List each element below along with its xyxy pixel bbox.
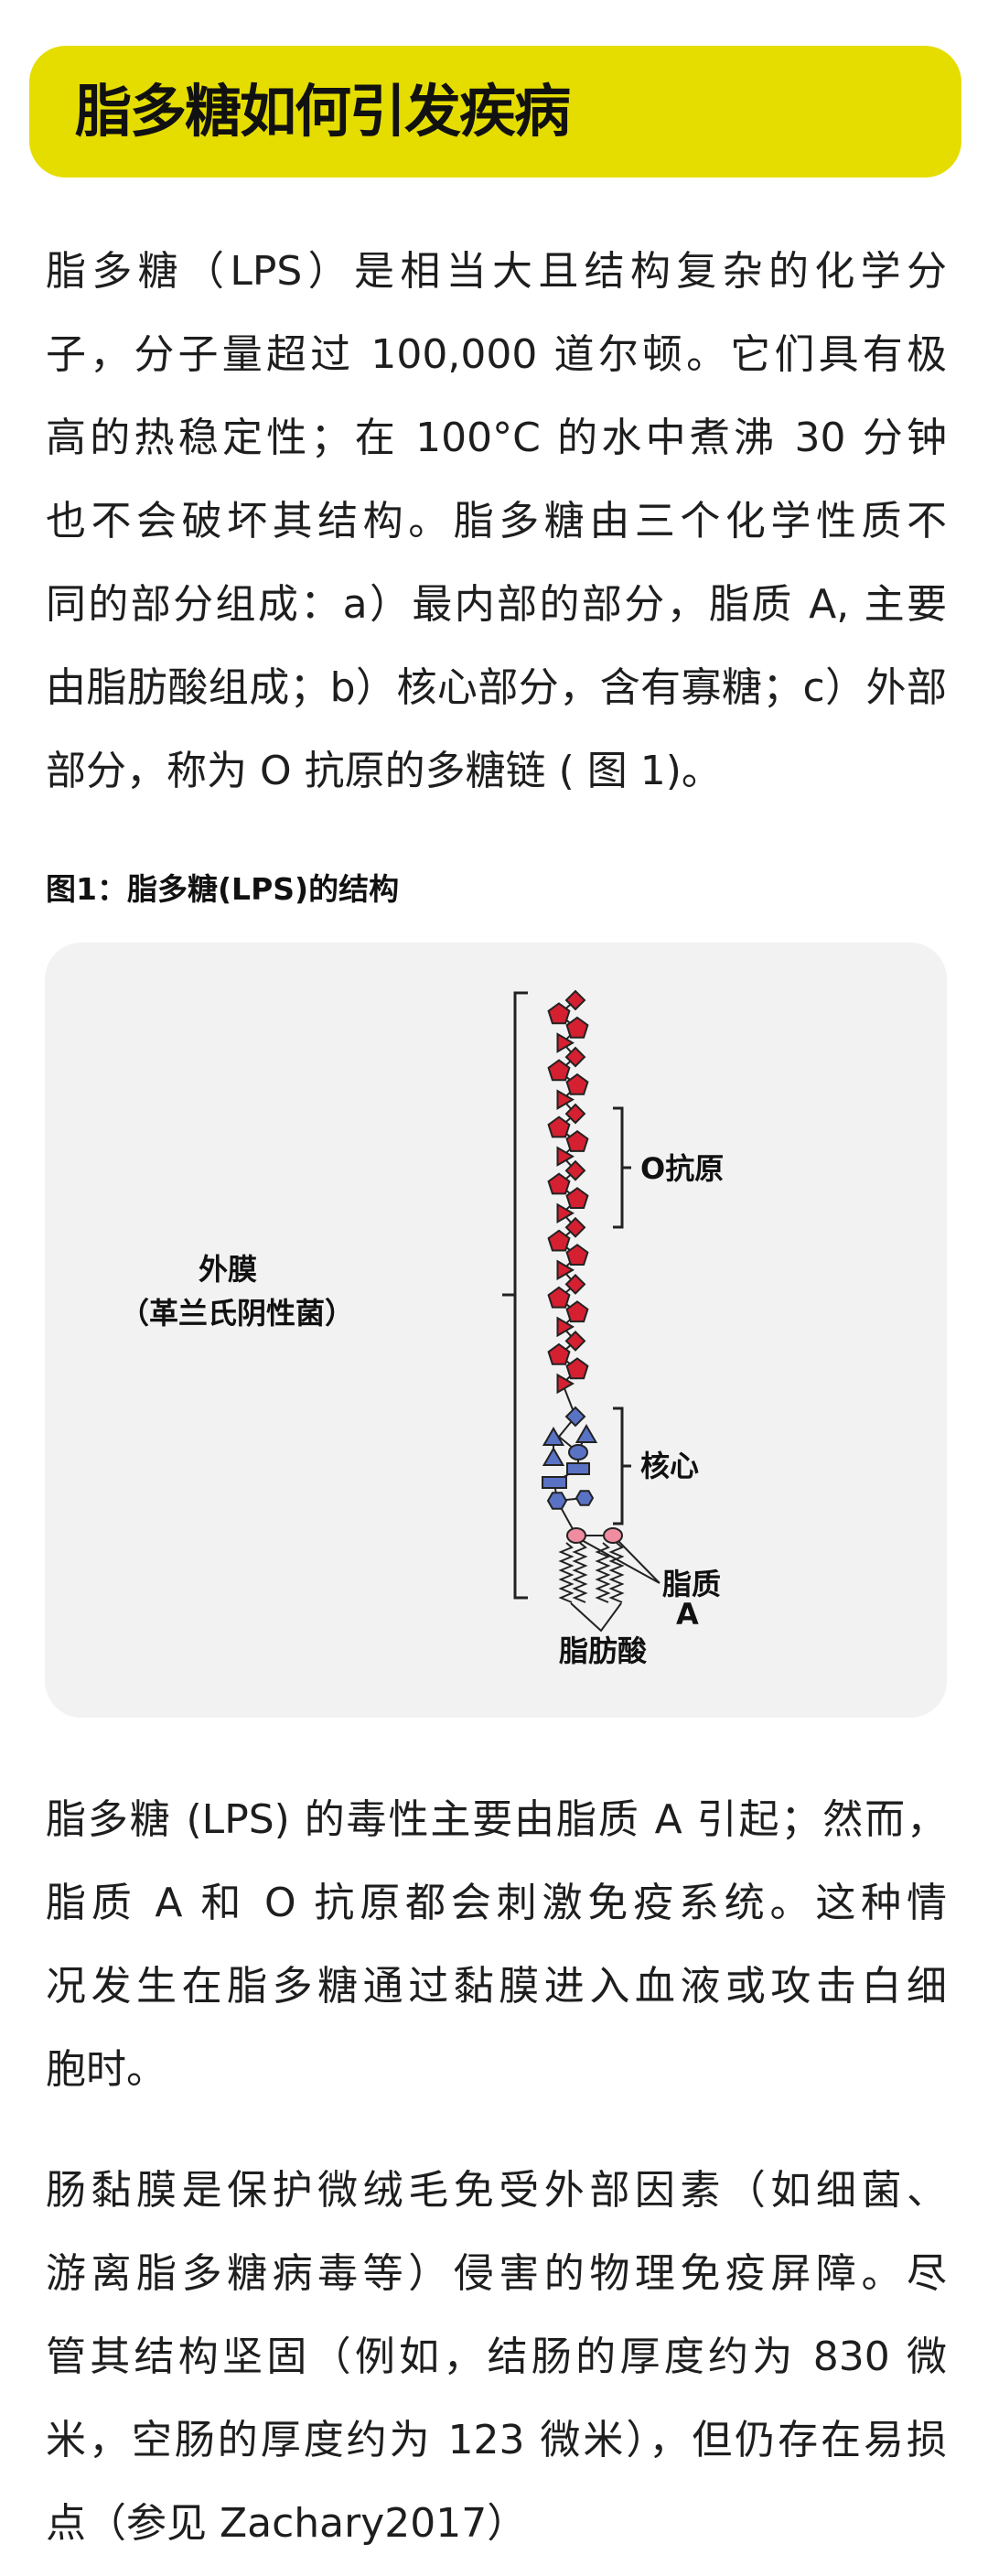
blue-circle-sugar (568, 1444, 588, 1460)
blue-diamond-sugar (564, 1406, 586, 1428)
lipid-a-letter: A (676, 1597, 699, 1632)
text-line: 由脂肪酸组成；b）核心部分，含有寡糖；c）外部 (46, 664, 947, 711)
figure-caption: 图1：脂多糖(LPS)的结构 (46, 871, 400, 907)
red-pentagon-sugar (565, 1187, 589, 1209)
text-line: 也不会破坏其结构。脂多糖由三个化学性质不 (46, 498, 947, 544)
red-pentagon-sugar (547, 1002, 571, 1025)
red-pentagon-sugar (547, 1229, 571, 1252)
text-line: 点（参见 Zachary2017） (46, 2500, 528, 2547)
text-line: 肠黏膜是保护微绒毛免受外部因素（如细菌、 (46, 2167, 947, 2214)
paragraph-3: 肠黏膜是保护微绒毛免受外部因素（如细菌、 游离脂多糖病毒等）侵害的物理免疫屏障。… (46, 2149, 947, 2565)
red-triangle-sugar (556, 1089, 575, 1110)
blue-hexagon-sugar (546, 1492, 568, 1510)
pink-phosphate (566, 1527, 586, 1544)
red-diamond-sugar (564, 1216, 586, 1238)
text-line: 游离脂多糖病毒等）侵害的物理免疫屏障。尽 (46, 2250, 947, 2297)
text-line: 管其结构坚固（例如，结肠的厚度约为 830 微 (46, 2333, 947, 2380)
o-antigen-bracket (613, 1106, 631, 1229)
lps-diagram: 外膜 （革兰氏阴性菌） O抗原 核心 脂质 A 脂肪酸 (120, 989, 724, 1668)
text-line: 同的部分组成：a）最内部的部分，脂质 A, 主要 (46, 581, 947, 628)
text-line: 脂多糖（LPS）是相当大且结构复杂的化学分 (46, 248, 947, 295)
red-diamond-sugar (564, 1330, 586, 1352)
red-triangle-sugar (556, 1259, 575, 1281)
text-line: 胞时。 (46, 2046, 166, 2093)
blue-triangle-sugar (542, 1427, 565, 1446)
lipid-a-label: 脂质 (662, 1567, 721, 1601)
red-pentagon-sugar (547, 1286, 571, 1309)
red-diamond-sugar (564, 1103, 586, 1125)
red-pentagon-sugar (565, 1300, 589, 1323)
outer-membrane-label: 外膜 (199, 1252, 257, 1287)
blue-triangle-sugar (542, 1447, 565, 1466)
fatty-acid-chain (572, 1542, 588, 1603)
blue-triangle-sugar (575, 1424, 598, 1443)
fatty-acid-chain (608, 1542, 625, 1603)
red-triangle-sugar (556, 1373, 575, 1395)
lps-structure-figure: 外膜 （革兰氏阴性菌） O抗原 核心 脂质 A 脂肪酸 (45, 943, 947, 1718)
polysaccharide-chain (547, 989, 589, 1417)
text-line: 米，空肠的厚度约为 123 微米），但仍存在易损 (46, 2417, 947, 2463)
fatty-acid-chain (558, 1542, 575, 1603)
text-line: 部分，称为 O 抗原的多糖链 ( 图 1)。 (46, 748, 722, 794)
red-diamond-sugar (564, 1273, 586, 1295)
blue-hexagon-sugar (575, 1490, 595, 1506)
blue-rect-sugar (542, 1476, 567, 1489)
lipid-a-pointer (579, 1538, 660, 1584)
red-triangle-sugar (556, 1032, 575, 1053)
red-triangle-sugar (556, 1316, 575, 1338)
gram-negative-label: （革兰氏阴性菌） (120, 1296, 354, 1331)
fatty-acid-label: 脂肪酸 (559, 1633, 648, 1668)
o-antigen-label: O抗原 (640, 1151, 724, 1186)
blue-rect-sugar (566, 1462, 590, 1475)
text-line: 高的热稳定性；在 100°C 的水中煮沸 30 分钟 (46, 415, 947, 461)
core-bracket (613, 1407, 631, 1525)
core-oligosaccharide (542, 1406, 598, 1536)
red-diamond-sugar (564, 989, 586, 1011)
core-label: 核心 (640, 1449, 699, 1483)
paragraph-2: 脂多糖 (LPS) 的毒性主要由脂质 A 引起；然而， 脂质 A 和 O 抗原都… (46, 1778, 947, 2111)
red-pentagon-sugar (565, 1129, 589, 1152)
lipid-a (558, 1527, 660, 1633)
red-triangle-sugar (556, 1202, 575, 1224)
red-pentagon-sugar (547, 1059, 571, 1082)
red-diamond-sugar (564, 1046, 586, 1068)
red-pentagon-sugar (565, 1357, 589, 1380)
pink-phosphate (603, 1527, 623, 1544)
red-pentagon-sugar (565, 1244, 589, 1266)
paragraph-1: 脂多糖（LPS）是相当大且结构复杂的化学分 子，分子量超过 100,000 道尔… (46, 230, 947, 813)
section-header: 脂多糖如何引发疾病 (29, 46, 961, 178)
fatty-acid-chain (595, 1542, 611, 1603)
red-triangle-sugar (556, 1146, 575, 1167)
red-pentagon-sugar (547, 1342, 571, 1365)
red-pentagon-sugar (547, 1172, 571, 1195)
fatty-acid-pointer (570, 1602, 622, 1633)
text-line: 况发生在脂多糖通过黏膜进入血液或攻击白细 (46, 1963, 947, 2010)
red-pentagon-sugar (565, 1016, 589, 1039)
red-pentagon-sugar (565, 1072, 589, 1095)
section-title: 脂多糖如何引发疾病 (75, 78, 571, 145)
outer-membrane-bracket (502, 991, 528, 1600)
red-diamond-sugar (564, 1159, 586, 1181)
red-pentagon-sugar (547, 1116, 571, 1138)
text-line: 子，分子量超过 100,000 道尔顿。它们具有极 (46, 331, 947, 378)
text-line: 脂多糖 (LPS) 的毒性主要由脂质 A 引起；然而， (46, 1796, 947, 1843)
text-line: 脂质 A 和 O 抗原都会刺激免疫系统。这种情 (46, 1880, 947, 1926)
